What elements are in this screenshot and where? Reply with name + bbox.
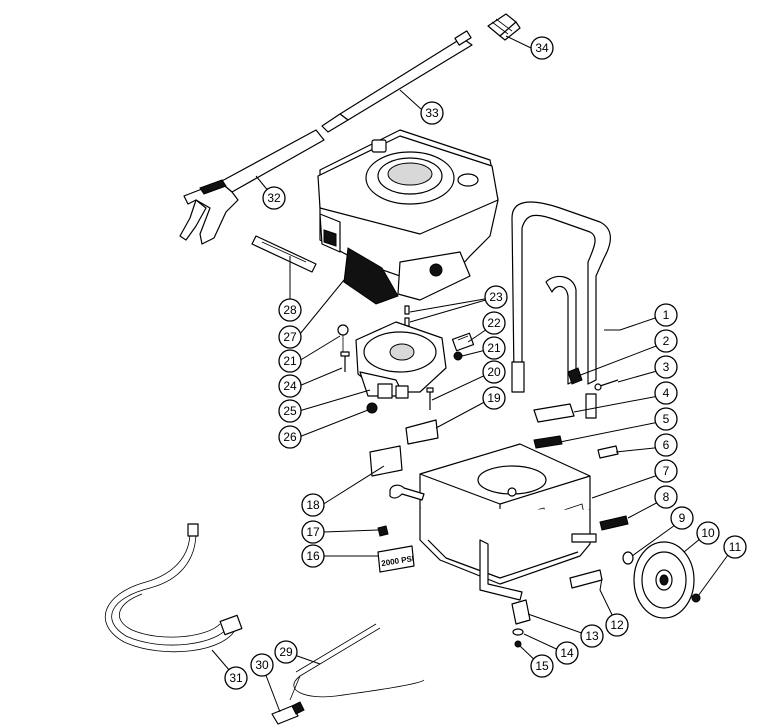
svg-text:31: 31 [229, 671, 243, 685]
svg-text:15: 15 [535, 659, 549, 673]
svg-text:13: 13 [585, 629, 599, 643]
small-decal-part [377, 525, 389, 537]
callout-32: 32 [262, 186, 286, 210]
svg-text:14: 14 [560, 646, 574, 660]
callout-5: 5 [654, 407, 678, 431]
svg-text:9: 9 [679, 511, 686, 525]
callout-13: 13 [580, 624, 604, 648]
handle-part [511, 201, 611, 419]
callout-1: 1 [654, 303, 678, 327]
pin-part [404, 305, 410, 327]
callout-14: 14 [555, 641, 579, 665]
label-decal-part [369, 419, 439, 477]
callout-26: 24 [278, 374, 302, 398]
svg-text:18: 18 [306, 498, 320, 512]
svg-text:17: 17 [306, 525, 320, 539]
callout-21-right: 21 [482, 336, 506, 360]
callout-25: 25 [278, 399, 302, 423]
nozzle-tip-part [487, 13, 521, 41]
leader-lines [211, 35, 734, 713]
callout-2: 2 [654, 329, 678, 353]
high-pressure-hose-part [104, 523, 243, 653]
svg-text:30: 30 [255, 658, 269, 672]
siphon-tube-part [289, 623, 425, 701]
svg-text:22: 22 [487, 316, 501, 330]
callout-6: 6 [654, 433, 678, 457]
svg-text:29: 29 [279, 645, 293, 659]
callout-8: 8 [654, 485, 678, 509]
engine-part [317, 129, 499, 305]
cap-part [366, 402, 378, 414]
handle-decal-part [533, 403, 619, 459]
callout-33: 33 [420, 101, 444, 125]
wheel-part [633, 541, 695, 619]
callout-7: 7 [654, 459, 678, 483]
mounting-bolt-part [340, 351, 350, 372]
callout-27: 27 [278, 325, 302, 349]
svg-text:1: 1 [663, 308, 670, 322]
screw-part [594, 379, 619, 391]
svg-text:10: 10 [701, 526, 715, 540]
callout-21-left: 21 [278, 349, 302, 373]
svg-text:12: 12 [610, 618, 624, 632]
svg-text:33: 33 [425, 106, 439, 120]
callout-12: 12 [605, 613, 629, 637]
trigger-gun-part [179, 129, 325, 245]
callout-31: 31 [224, 666, 248, 690]
callout-15: 15 [530, 654, 554, 678]
svg-text:21: 21 [487, 341, 501, 355]
callout-16: 16 [301, 544, 325, 568]
washer-part [622, 551, 634, 565]
callout-28: 28 [278, 298, 302, 322]
svg-text:3: 3 [663, 360, 670, 374]
callout-3: 3 [654, 355, 678, 379]
callout-19: 19 [482, 386, 506, 410]
warning-decal-part [251, 235, 317, 273]
callout-34: 34 [530, 36, 554, 60]
svg-text:19: 19 [487, 391, 501, 405]
svg-text:23: 23 [489, 290, 503, 304]
frame-decal-part [569, 569, 603, 589]
brand-decal-part [599, 515, 629, 531]
svg-text:16: 16 [306, 549, 320, 563]
psi-decal-part: 2000 PSI [377, 545, 415, 573]
svg-text:2: 2 [663, 334, 670, 348]
svg-text:20: 20 [487, 365, 501, 379]
callout-22: 22 [482, 311, 506, 335]
pump-bolt-part [426, 387, 434, 410]
svg-text:8: 8 [663, 490, 670, 504]
svg-text:26: 26 [283, 430, 297, 444]
svg-text:21: 21 [283, 354, 297, 368]
callout-30: 30 [250, 653, 274, 677]
callout-11: 11 [723, 535, 747, 559]
callout-23: 23 [484, 285, 508, 309]
callout-4: 4 [654, 381, 678, 405]
svg-text:5: 5 [663, 412, 670, 426]
knob-part [567, 367, 583, 385]
svg-text:24: 24 [283, 379, 297, 393]
svg-text:7: 7 [663, 464, 670, 478]
callout-17: 17 [301, 520, 325, 544]
svg-text:32: 32 [267, 191, 281, 205]
svg-text:6: 6 [663, 438, 670, 452]
rubber-foot-part [511, 599, 531, 648]
svg-text:28: 28 [283, 303, 297, 317]
callout-18: 18 [301, 493, 325, 517]
svg-text:27: 27 [283, 330, 297, 344]
unloader-valve-part [451, 332, 475, 352]
callout-29: 29 [274, 640, 298, 664]
svg-text:25: 25 [283, 404, 297, 418]
base-frame-part [389, 443, 597, 601]
filter-part [271, 701, 305, 725]
svg-text:4: 4 [663, 386, 670, 400]
callout-10: 10 [696, 521, 720, 545]
callout-20: 20 [482, 360, 506, 384]
callout-24: 26 [278, 425, 302, 449]
callout-9: 9 [670, 506, 694, 530]
spray-wand-part [321, 30, 473, 133]
svg-text:11: 11 [729, 540, 742, 554]
svg-text:34: 34 [535, 41, 549, 55]
pump-part [355, 321, 447, 399]
